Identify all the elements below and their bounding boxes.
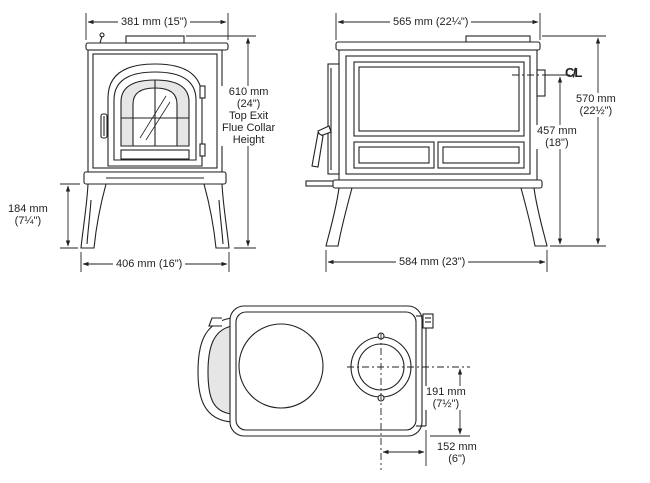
top-view — [197, 305, 470, 470]
front-flue-height-in: (24") — [236, 98, 261, 110]
front-flue-height-line2: Flue Collar — [222, 122, 276, 134]
front-left-leg — [80, 183, 107, 249]
side-lower-panel-left — [353, 141, 435, 169]
front-flue-height-mm: 610 mm — [228, 86, 269, 98]
side-overall-height-label: 570 mm (22½") — [574, 93, 618, 117]
front-top-width-mm: 381 mm — [121, 16, 161, 28]
front-flue-collar — [125, 35, 185, 44]
side-left-leg — [325, 187, 353, 247]
side-rear-collar — [536, 69, 546, 97]
top-rear-tab — [422, 313, 434, 329]
side-top-plate — [335, 41, 541, 51]
side-centerline-symbol: C̸L — [565, 65, 583, 80]
top-flue-rear-in: (6") — [448, 453, 466, 465]
side-flue-collar — [465, 35, 531, 43]
side-view — [305, 35, 565, 247]
front-hinge-bottom — [199, 143, 206, 157]
top-cooking-surface — [238, 323, 324, 409]
side-left-flange — [327, 63, 340, 175]
side-top-width-mm: 565 mm — [393, 16, 433, 28]
top-flue-side-mm: 191 mm — [426, 386, 466, 398]
side-rear-flue-height-in: (18") — [545, 137, 569, 149]
side-overall-height-in: (22½") — [579, 105, 613, 117]
front-bottom-width-label: 406 mm (16") — [113, 258, 186, 270]
side-right-leg — [520, 187, 548, 247]
side-base — [332, 179, 543, 189]
front-view — [80, 32, 230, 249]
front-flue-height-label: 610 mm (24") Top Exit Flue Collar Height — [220, 86, 278, 146]
front-flue-height-line1: Top Exit — [229, 110, 269, 122]
front-top-plate — [85, 42, 229, 51]
front-leg-height-mm: 184 mm — [8, 203, 48, 215]
side-rear-flue-height-mm: 457 mm — [537, 125, 577, 137]
front-ash-panel — [120, 149, 190, 160]
top-flue-side-label: 191 mm (7½") — [424, 386, 468, 410]
side-ash-lip — [305, 180, 337, 187]
front-flue-height-line3: Height — [232, 134, 265, 146]
top-flue-rear-label: 152 mm (6") — [437, 441, 477, 465]
side-top-width-in: (22¼") — [435, 16, 469, 28]
top-flue-rear-mm: 152 mm — [437, 441, 477, 453]
top-flue-side-in: (7½") — [432, 398, 460, 410]
front-right-leg — [203, 183, 230, 249]
front-top-width-in: (15") — [163, 16, 188, 28]
front-leg-height-in: (7¼") — [14, 215, 42, 227]
front-bottom-width-in: (16") — [158, 258, 183, 270]
side-overall-height-mm: 570 mm — [576, 93, 616, 105]
side-bottom-width-mm: 584 mm — [399, 256, 439, 268]
front-bottom-width-mm: 406 mm — [116, 258, 156, 270]
front-hinge-top — [199, 85, 206, 99]
side-rear-flue-height-label: 457 mm (18") — [535, 125, 579, 149]
side-top-width-label: 565 mm (22¼") — [390, 16, 472, 28]
side-lower-panel-right — [437, 141, 525, 169]
front-leg-height-label: 184 mm (7¼") — [6, 203, 50, 227]
side-bottom-width-label: 584 mm (23") — [396, 256, 469, 268]
side-upper-panel — [353, 61, 525, 137]
side-bottom-width-in: (23") — [441, 256, 466, 268]
front-top-width-label: 381 mm (15") — [118, 16, 191, 28]
